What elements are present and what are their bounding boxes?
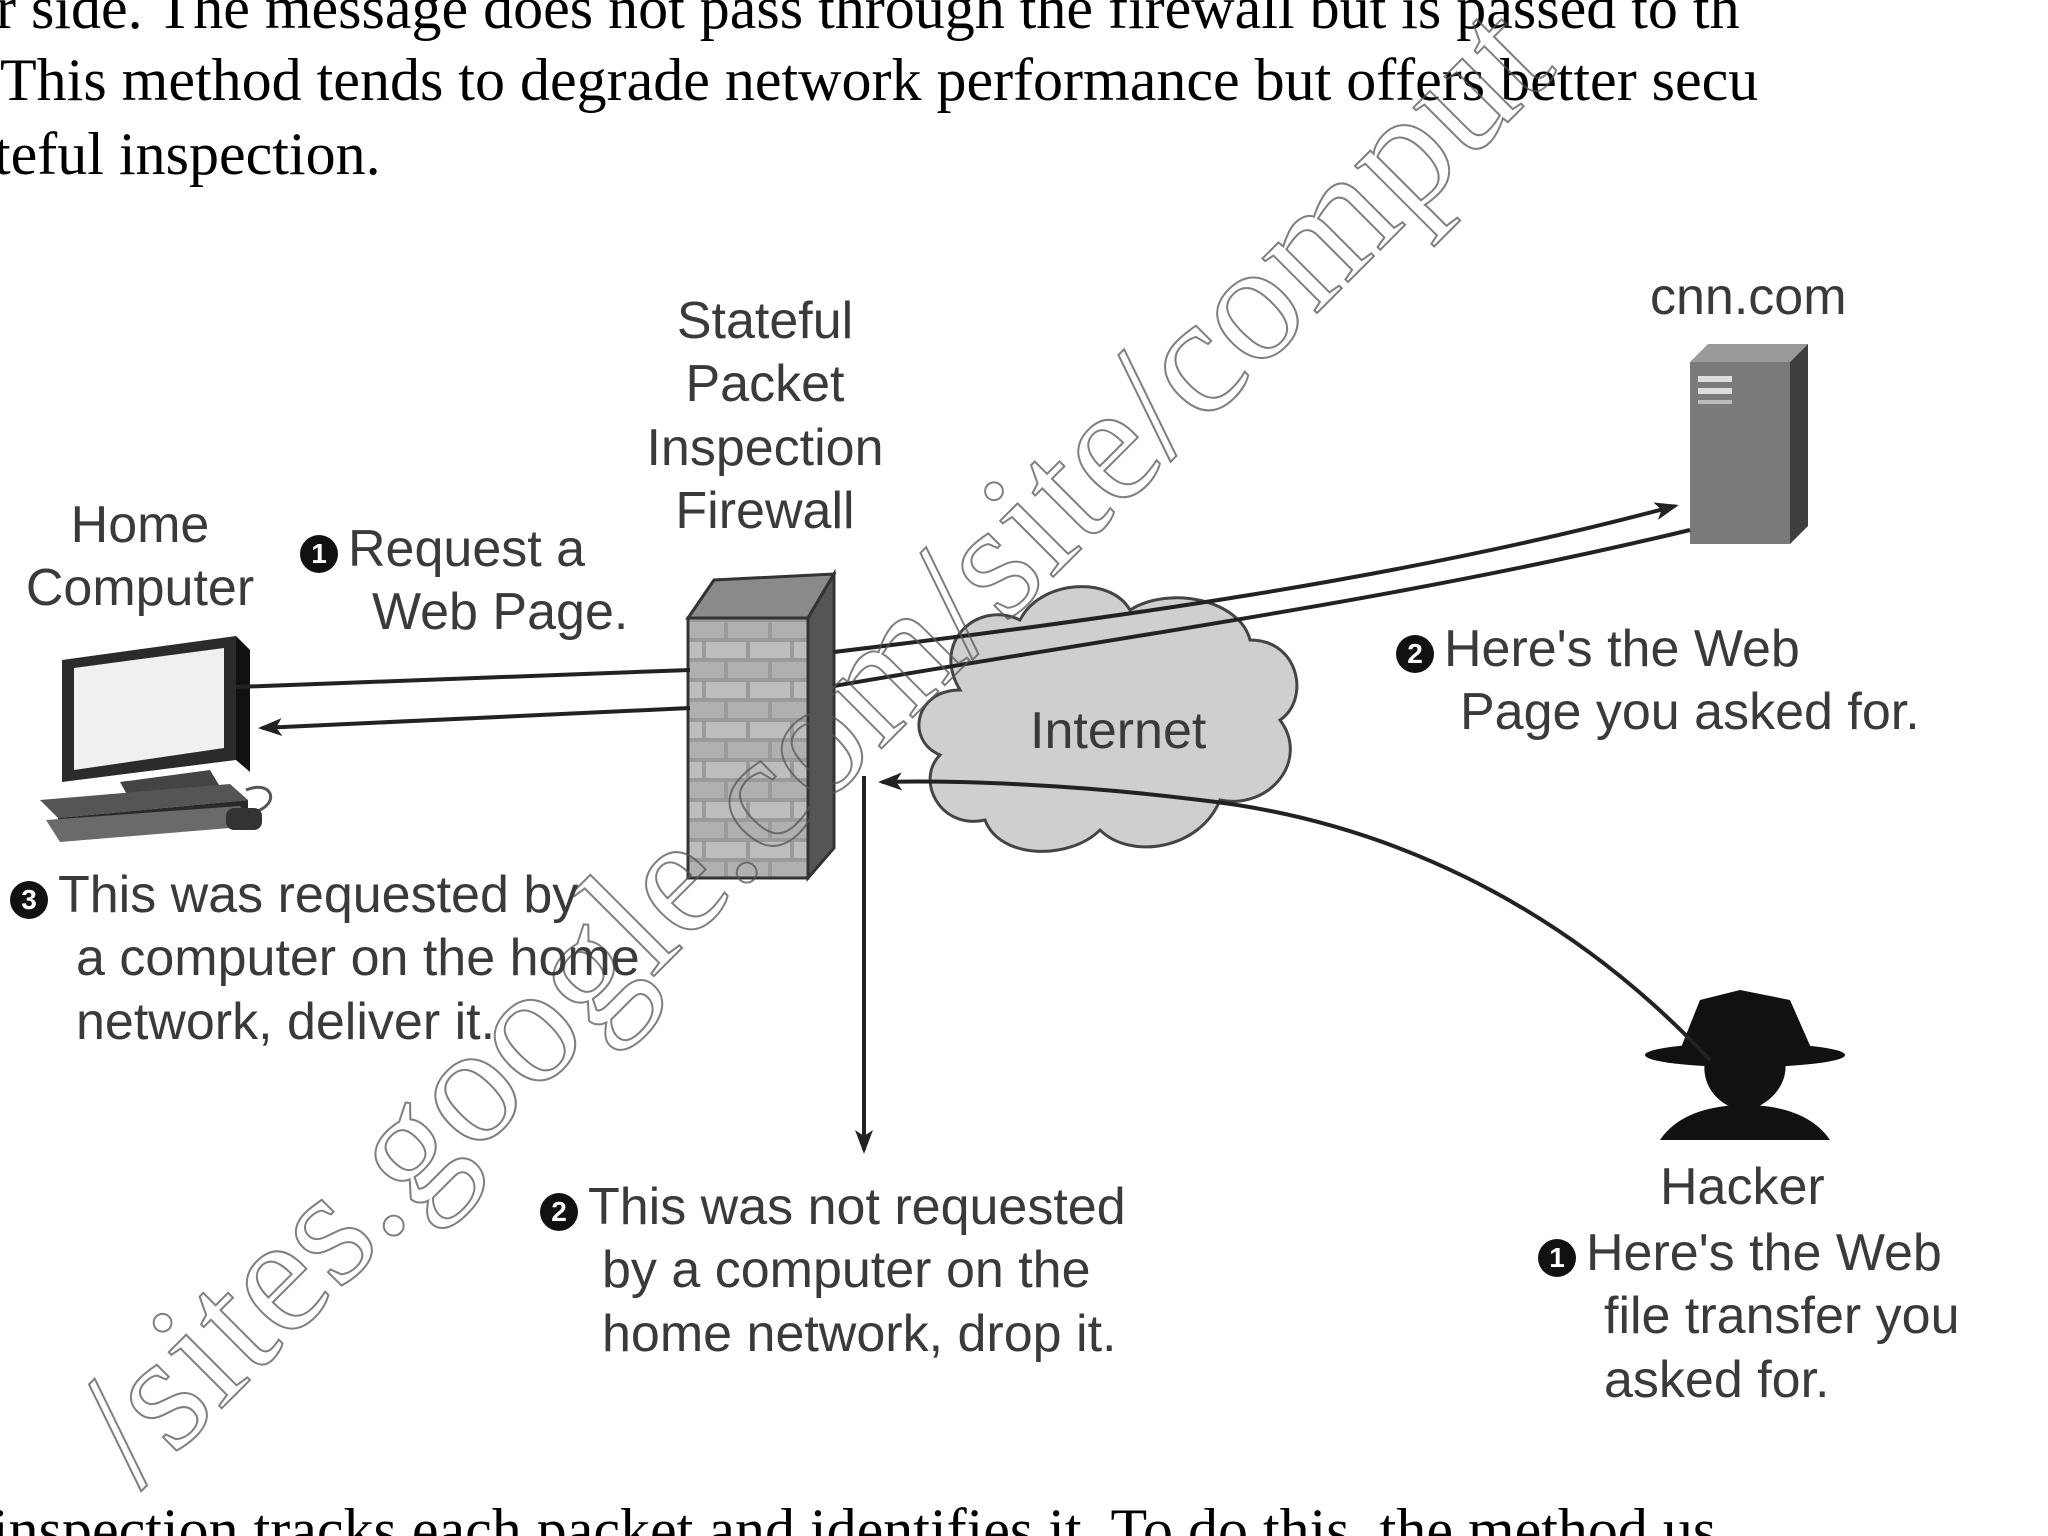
body-text-line-1: r side. The message does not pass throug… bbox=[0, 0, 1740, 41]
server-label: cnn.com bbox=[1650, 268, 1847, 326]
internet-label: Internet bbox=[1030, 702, 1207, 760]
step-number-badge: 1 bbox=[300, 535, 338, 573]
firewall-label: Stateful Packet Inspection Firewall bbox=[646, 292, 884, 541]
step-number-badge: 2 bbox=[1396, 635, 1434, 673]
hacker-label: Hacker bbox=[1660, 1158, 1825, 1216]
hacker-icon bbox=[1645, 990, 1845, 1140]
firewall-icon bbox=[685, 568, 837, 883]
hacker-arrow bbox=[878, 772, 1712, 1062]
body-text-line-3: teful inspection. bbox=[0, 121, 381, 187]
step-number-badge: 2 bbox=[540, 1193, 578, 1231]
server-icon bbox=[1690, 344, 1808, 544]
home-computer-icon bbox=[40, 636, 273, 842]
step-number-badge: 1 bbox=[1538, 1239, 1576, 1277]
home-computer-label: Home Computer bbox=[25, 496, 255, 618]
request-line-left bbox=[235, 668, 691, 689]
body-text-line-4: inspection tracks each packet and identi… bbox=[0, 1497, 1717, 1536]
deliver-arrow-to-home bbox=[258, 706, 691, 737]
body-text-line-2: This method tends to degrade network per… bbox=[0, 47, 1759, 113]
request-arrow-to-server bbox=[833, 502, 1679, 654]
reply-arrow-from-server bbox=[833, 528, 1691, 688]
step-number-badge: 3 bbox=[10, 881, 48, 919]
